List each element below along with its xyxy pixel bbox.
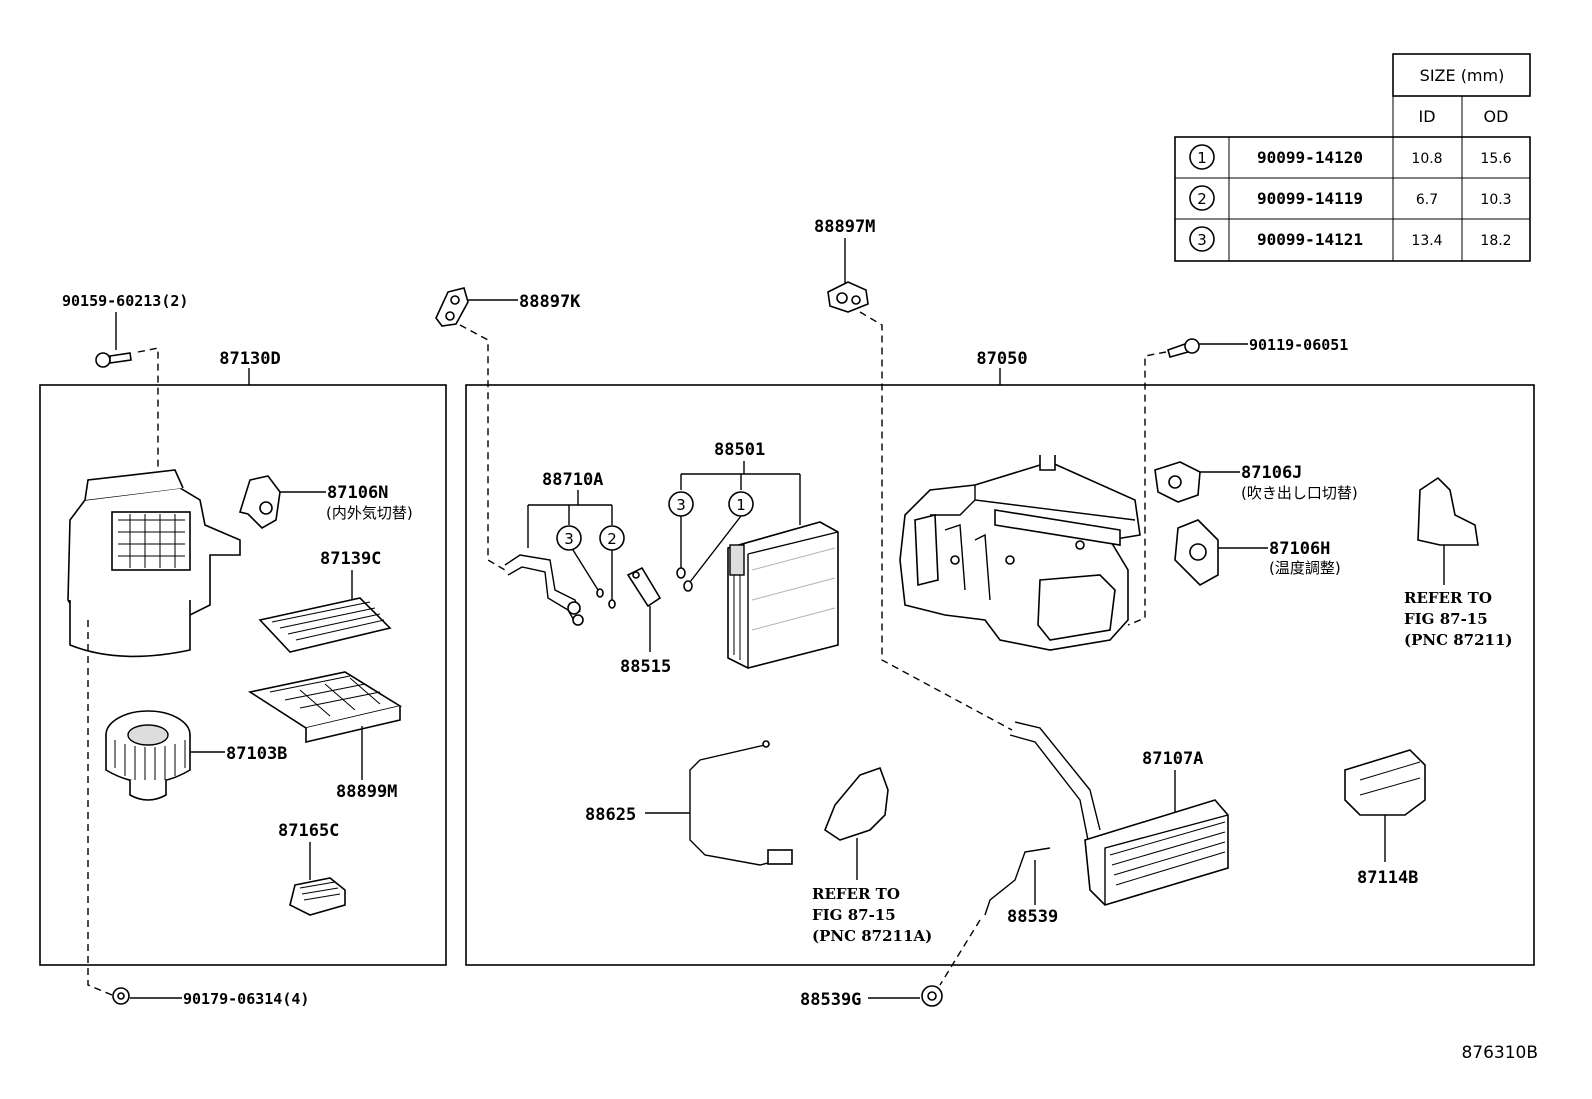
marker-1-num: 1	[736, 496, 746, 514]
heater-core-87107A-icon	[1009, 721, 1229, 906]
label-88710A: 88710A	[542, 470, 603, 490]
duct-ref-87211A-icon	[824, 766, 889, 841]
label-87106H: 87106H	[1269, 539, 1330, 559]
clamp-88539G-icon	[921, 985, 943, 1007]
size-table-col-od: OD	[1484, 107, 1509, 126]
duct-ref-87211-icon	[1417, 476, 1479, 546]
row-id-3: 13.4	[1411, 233, 1442, 249]
servo-87106N-icon	[238, 475, 281, 529]
refer-2-line3: (PNC 87211A)	[812, 927, 932, 945]
label-87106J-jp: (吹き出し口切替)	[1241, 484, 1358, 502]
label-88899M: 88899M	[336, 782, 397, 802]
nut-90179-icon	[112, 987, 130, 1005]
duct-87114B-icon	[1344, 749, 1426, 816]
marker-3-left	[556, 525, 582, 551]
grommet-88897K-icon	[435, 287, 469, 327]
label-87106J: 87106J	[1241, 463, 1302, 483]
expansion-tubes-88710A-icon	[504, 554, 584, 626]
screw-90119-icon	[1167, 338, 1200, 358]
row-marker-3	[1189, 226, 1215, 252]
refer-1-line2: FIG 87-15	[1404, 610, 1488, 628]
screw-90159-icon	[95, 352, 132, 368]
size-table-col-id: ID	[1418, 107, 1435, 126]
refer-1-line1: REFER TO	[1404, 589, 1492, 607]
label-88897K: 88897K	[519, 292, 581, 312]
evaporator-88501-icon	[727, 521, 839, 669]
label-88625: 88625	[585, 805, 636, 825]
label-87103B: 87103B	[226, 744, 287, 764]
figure-code: 876310B	[1461, 1043, 1538, 1063]
row-marker-1	[1189, 144, 1215, 170]
row-id-1: 10.8	[1411, 151, 1442, 167]
blower-assembly-box	[39, 384, 447, 966]
label-88539G: 88539G	[800, 990, 861, 1010]
grommet-88897M-icon	[827, 281, 869, 313]
servo-87106J-icon	[1154, 461, 1201, 503]
label-88539: 88539	[1007, 907, 1058, 927]
label-88897M: 88897M	[814, 217, 875, 237]
filter-case-88899M-icon	[247, 671, 403, 744]
row-part-2: 90099-14119	[1257, 189, 1363, 208]
drain-hose-88539-icon	[984, 847, 1051, 916]
heater-case-87050-icon	[899, 455, 1141, 651]
label-87139C: 87139C	[320, 549, 381, 569]
label-90119: 90119-06051	[1249, 336, 1348, 354]
row-part-1: 90099-14120	[1257, 148, 1363, 167]
label-90179: 90179-06314(4)	[183, 990, 309, 1008]
label-87130D: 87130D	[219, 349, 280, 369]
row-part-3: 90099-14121	[1257, 230, 1363, 249]
row-marker-3-num: 3	[1197, 231, 1207, 249]
servo-87106H-icon	[1174, 519, 1219, 586]
label-88515: 88515	[620, 657, 671, 677]
blower-motor-87103B-icon	[105, 710, 191, 801]
label-87106H-jp: (温度調整)	[1269, 559, 1341, 577]
marker-3-right-num: 3	[676, 496, 686, 514]
label-87107A: 87107A	[1142, 749, 1203, 769]
row-id-2: 6.7	[1416, 192, 1438, 208]
refer-1-line3: (PNC 87211)	[1404, 631, 1513, 649]
row-marker-2-num: 2	[1197, 190, 1207, 208]
row-marker-1-num: 1	[1197, 149, 1207, 167]
marker-3-left-num: 3	[564, 530, 574, 548]
size-table: SIZE (mm) ID OD 1 90099-14120 10.8 15.6 …	[1174, 53, 1531, 262]
thermistor-88515-icon	[626, 566, 662, 608]
label-88501: 88501	[714, 440, 765, 460]
marker-2-num: 2	[607, 530, 617, 548]
label-90159: 90159-60213(2)	[62, 292, 188, 310]
label-87106N-jp: (内外気切替)	[326, 504, 413, 522]
label-87114B: 87114B	[1357, 868, 1418, 888]
resistor-87165C-icon	[289, 877, 346, 916]
label-87106N: 87106N	[327, 483, 388, 503]
label-87165C: 87165C	[278, 821, 339, 841]
size-table-header: SIZE (mm)	[1420, 66, 1505, 85]
row-od-1: 15.6	[1480, 151, 1511, 167]
blower-unit-icon	[67, 469, 241, 658]
label-87050: 87050	[976, 349, 1027, 369]
refer-2-line2: FIG 87-15	[812, 906, 896, 924]
row-marker-2	[1189, 185, 1215, 211]
row-od-2: 10.3	[1480, 192, 1511, 208]
wire-harness-88625-icon	[689, 740, 793, 866]
row-od-3: 18.2	[1480, 233, 1511, 249]
air-filter-87139C-icon	[258, 597, 392, 653]
refer-2-line1: REFER TO	[812, 885, 900, 903]
